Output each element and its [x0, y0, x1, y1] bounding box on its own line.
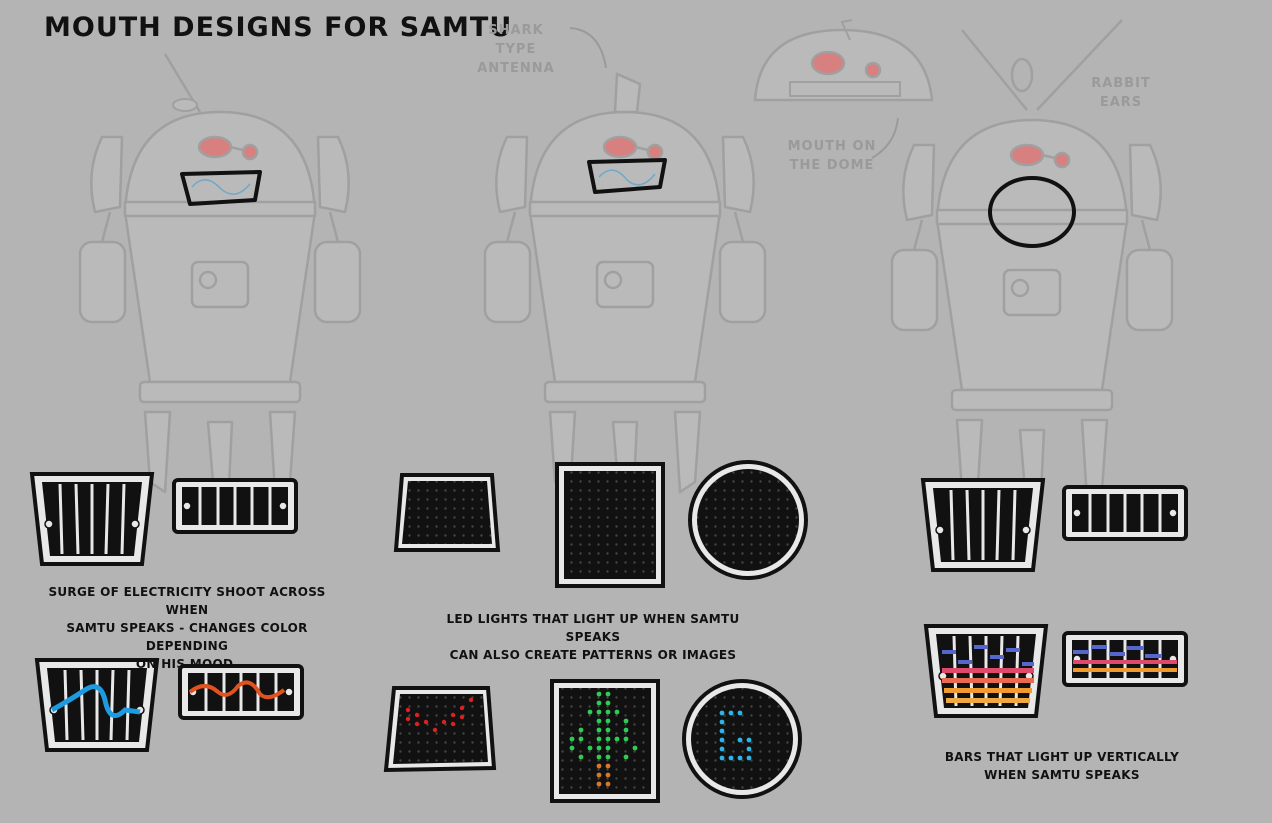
- robot-sketch-3: [890, 19, 1174, 517]
- annotation-line: MOUTH ON: [787, 139, 877, 154]
- caption-bars: BARS THAT LIGHT UP VERTICALLY WHEN SAMTU…: [942, 748, 1182, 784]
- mouth-outline: [180, 170, 262, 206]
- antenna-icon: [961, 29, 1028, 111]
- caption-line: LED LIGHTS THAT LIGHT UP WHEN SAMTU SPEA…: [446, 612, 740, 644]
- electric-wave-orange: [188, 680, 286, 700]
- equalizer-bars-trapezoid: [942, 645, 1034, 703]
- rectangle-bar-mouth: [1062, 485, 1188, 541]
- rectangle-bar-mouth: [172, 478, 298, 534]
- mouth-outline: [587, 158, 667, 194]
- trapezoid-bar-mouth: [30, 472, 154, 566]
- led-heart-pattern: [405, 697, 474, 733]
- caption-line: WHEN SAMTU SPEAKS: [984, 768, 1140, 782]
- trapezoid-bar-mouth: [921, 478, 1045, 572]
- mouth-outline: [988, 176, 1076, 248]
- dome-sketch: [753, 19, 934, 102]
- arrow-icon: [871, 117, 899, 159]
- caption-electricity: SURGE OF ELECTRICITY SHOOT ACROSS WHEN S…: [28, 583, 346, 673]
- robot-sketch-1: [78, 53, 362, 509]
- arrow-icon: [569, 27, 607, 69]
- annotation-line: ANTENNA: [477, 61, 555, 76]
- caption-line: SAMTU SPEAKS - CHANGES COLOR DEPENDING: [66, 621, 308, 653]
- annotation-line: EARS: [1099, 95, 1143, 110]
- annotation-line: RABBIT: [1091, 76, 1151, 91]
- electric-wave-blue: [50, 684, 141, 719]
- antenna-icon: [1036, 19, 1123, 111]
- caption-line: ON HIS MOOD.: [135, 657, 239, 671]
- annotation-rabbit-ears: RABBIT EARS: [1086, 74, 1156, 112]
- annotation-shark-antenna: SHARK TYPE ANTENNA: [468, 21, 564, 78]
- equalizer-bars-rectangle: [1073, 645, 1177, 672]
- rectangle-equalizer-mouth: [1062, 631, 1188, 687]
- led-trunk-pattern: [596, 763, 611, 787]
- annotation-line: THE DOME: [789, 158, 875, 173]
- led-tree-pattern: [569, 691, 638, 760]
- page-title: MOUTH DESIGNS FOR SAMTU: [44, 12, 513, 43]
- shark-antenna-icon: [613, 72, 642, 114]
- caption-line: BARS THAT LIGHT UP VERTICALLY: [944, 750, 1180, 764]
- caption-line: CAN ALSO CREATE PATTERNS OR IMAGES: [449, 648, 737, 662]
- annotation-mouth-dome: MOUTH ON THE DOME: [786, 137, 878, 175]
- robot-sketch-2: [483, 72, 767, 509]
- caption-line: SURGE OF ELECTRICITY SHOOT ACROSS WHEN: [48, 585, 326, 617]
- annotation-line: SHARK TYPE: [488, 23, 544, 57]
- caption-led: LED LIGHTS THAT LIGHT UP WHEN SAMTU SPEA…: [428, 610, 758, 664]
- trapezoid-bar-mouth-electric: [35, 658, 159, 752]
- led-letter-pattern: [719, 710, 752, 761]
